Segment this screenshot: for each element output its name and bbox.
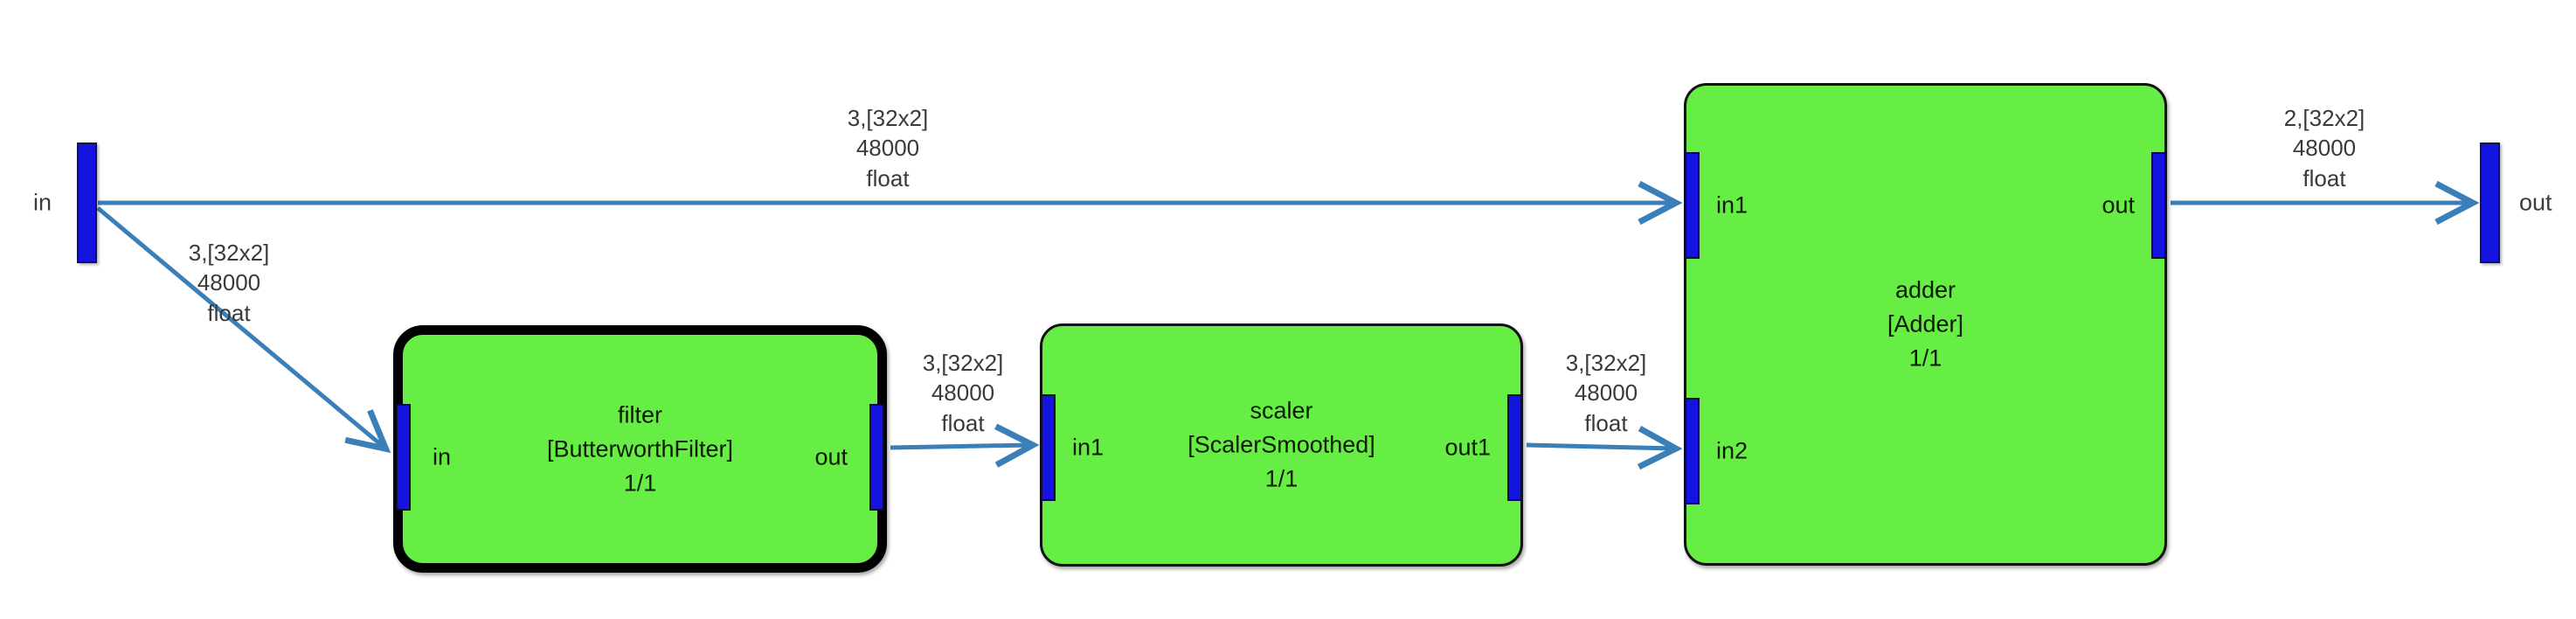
port-scaler-in1[interactable]	[1041, 394, 1056, 501]
arrowhead-icon	[1638, 180, 1683, 226]
port-label-filter-out: out	[814, 443, 848, 470]
node-type-filter: [ButterworthFilter]	[546, 435, 734, 462]
wire-label-line: float	[2302, 164, 2346, 191]
node-type-adder: [Adder]	[1887, 310, 1964, 337]
wire-label-line: float	[1584, 409, 1628, 436]
wire-label-line: 48000	[855, 135, 920, 162]
port-label-scaler-in1: in1	[1072, 434, 1104, 461]
node-type-scaler: [ScalerSmoothed]	[1188, 431, 1375, 458]
node-filter[interactable]: filter [ButterworthFilter] 1/1 in out	[393, 325, 887, 573]
wire-label-line: 48000	[2292, 135, 2357, 162]
node-center-adder: adder [Adder] 1/1	[1686, 273, 2164, 375]
arrowhead-icon	[344, 409, 391, 454]
wire-label-in-to-filter-in: 3,[32x2] 48000 float	[189, 238, 270, 328]
port-adder-in2[interactable]	[1685, 398, 1700, 504]
wire-label-line: 48000	[1574, 379, 1638, 407]
wire-label-line: float	[866, 164, 910, 191]
port-adder-in1[interactable]	[1685, 152, 1700, 259]
wire-label-line: 2,[32x2]	[2283, 105, 2365, 131]
wire-label-line: 48000	[197, 269, 261, 296]
wire-label-line: float	[207, 299, 251, 326]
node-name-scaler: scaler	[1250, 397, 1313, 424]
port-label-adder-in2: in2	[1716, 437, 1748, 464]
wire-label-line: 3,[32x2]	[1565, 350, 1647, 376]
terminal-label-graph-out: out	[2519, 189, 2552, 216]
node-center-scaler: scaler [ScalerSmoothed] 1/1	[1042, 393, 1520, 496]
node-name-filter: filter	[617, 400, 662, 428]
node-ratio-filter: 1/1	[623, 469, 657, 497]
terminal-graph-out[interactable]	[2480, 143, 2500, 263]
port-label-scaler-out1: out1	[1444, 434, 1491, 461]
port-label-filter-in: in	[433, 443, 452, 470]
port-filter-out[interactable]	[869, 404, 884, 511]
wire-label-line: 3,[32x2]	[847, 105, 929, 131]
port-label-adder-out: out	[2102, 191, 2135, 219]
port-adder-out[interactable]	[2151, 152, 2166, 259]
node-scaler[interactable]: scaler [ScalerSmoothed] 1/1 in1 out1	[1040, 323, 1523, 567]
node-adder[interactable]: adder [Adder] 1/1 in1 in2 out	[1684, 83, 2167, 566]
wire-label-line: 3,[32x2]	[922, 350, 1004, 376]
node-ratio-scaler: 1/1	[1264, 465, 1298, 492]
node-name-adder: adder	[1894, 276, 1956, 303]
port-scaler-out1[interactable]	[1507, 394, 1522, 501]
terminal-label-graph-in: in	[33, 189, 52, 216]
port-filter-in[interactable]	[396, 404, 411, 511]
wire-label-line: float	[941, 409, 985, 436]
node-ratio-adder: 1/1	[1908, 344, 1942, 372]
node-center-filter: filter [ButterworthFilter] 1/1	[403, 398, 877, 500]
wire-label-line: 48000	[931, 379, 995, 407]
arrowhead-icon	[2434, 180, 2480, 226]
wire-label-line: 3,[32x2]	[188, 240, 270, 266]
terminal-graph-in[interactable]	[77, 143, 97, 263]
port-label-adder-in1: in1	[1716, 191, 1748, 219]
